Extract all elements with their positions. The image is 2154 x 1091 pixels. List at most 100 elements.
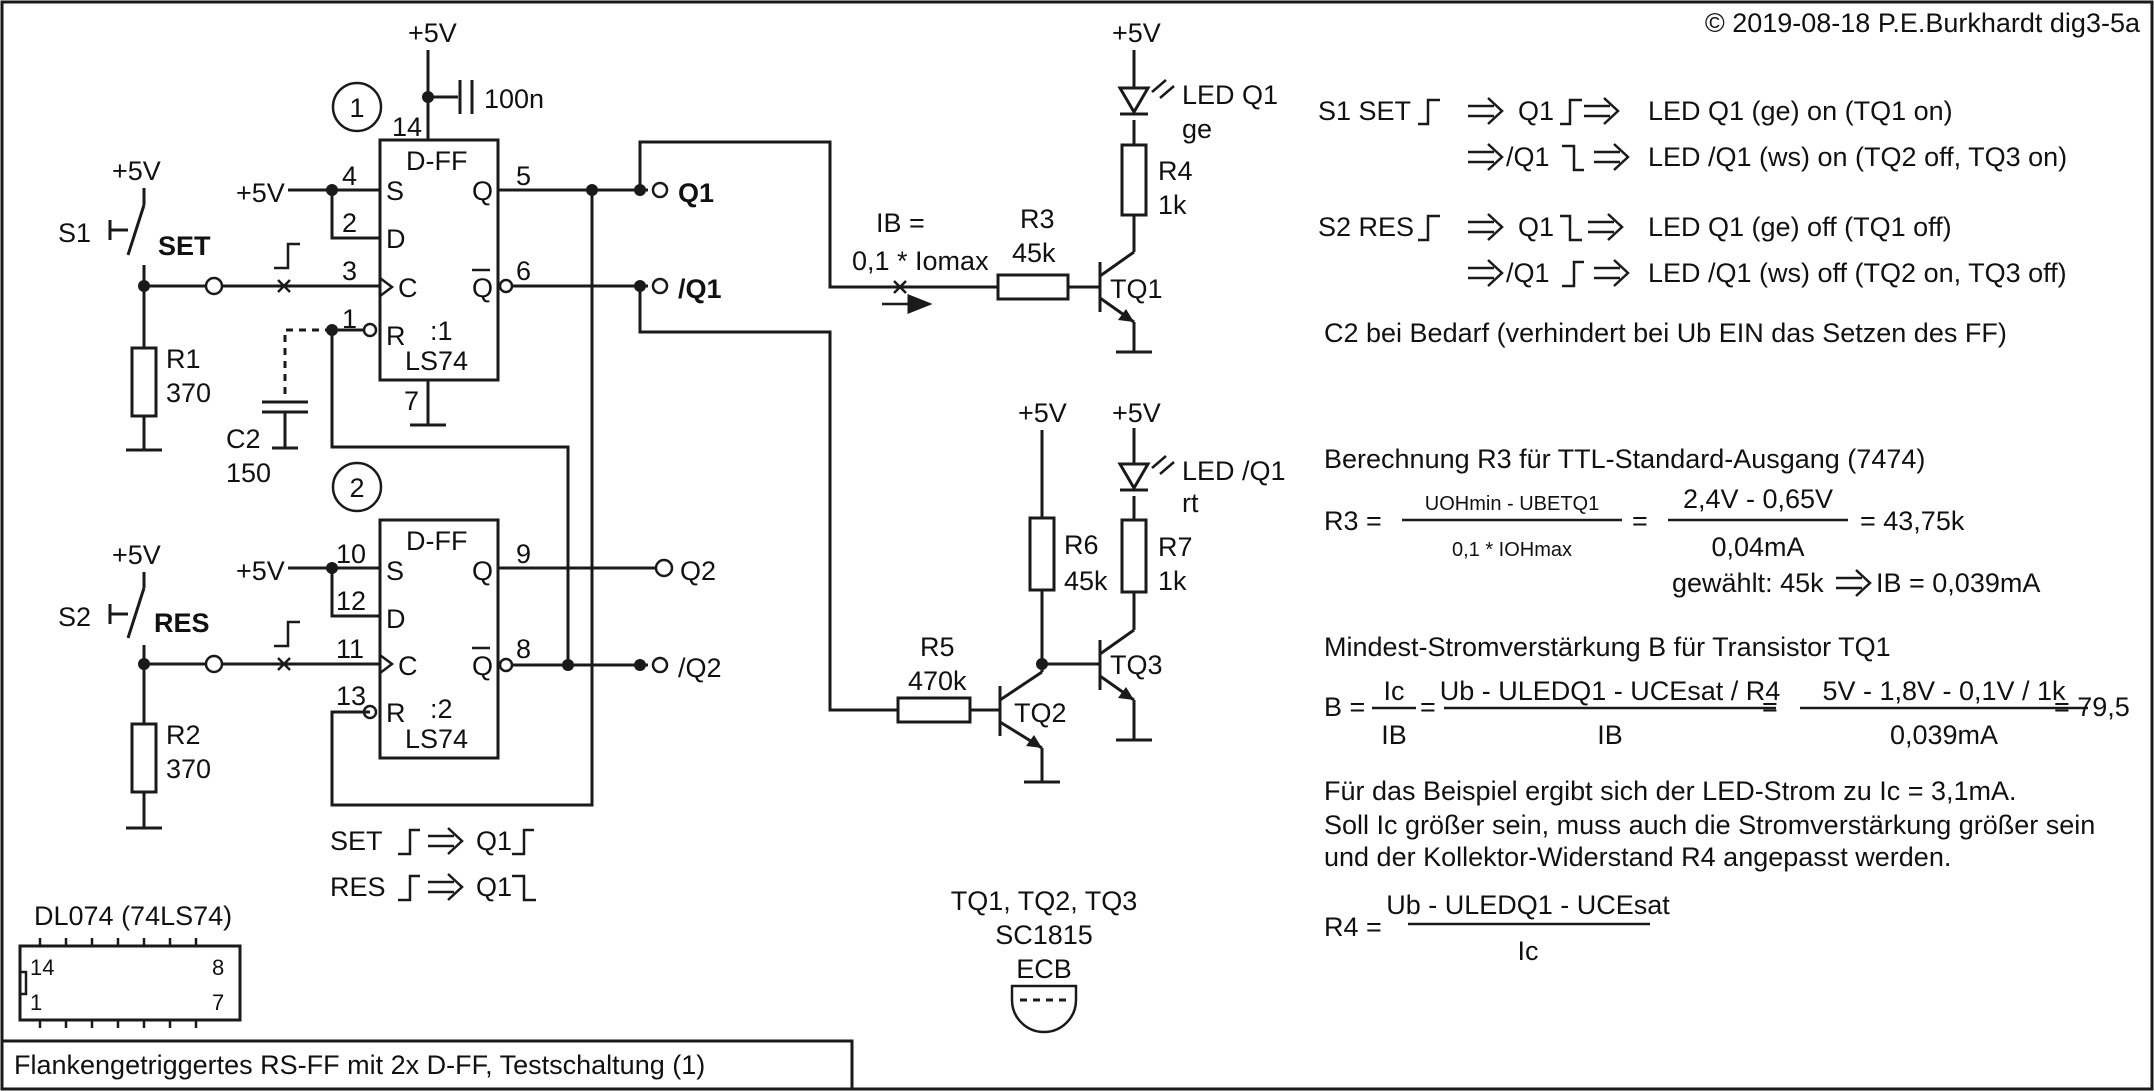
svg-text:D: D	[386, 224, 406, 254]
svg-text:Soll Ic größer sein, muss auch: Soll Ic größer sein, muss auch die Strom…	[1324, 810, 2095, 840]
svg-text:7: 7	[404, 386, 419, 416]
svg-text:8: 8	[212, 955, 224, 980]
svg-text:5: 5	[516, 161, 531, 191]
svg-text:3: 3	[342, 256, 357, 286]
svg-text:=: =	[1762, 692, 1778, 722]
tq2-tq3-stage: R5 470k TQ2 +5V R6 45k TQ3 R7 1k	[896, 398, 1286, 784]
svg-text:+5V: +5V	[112, 540, 161, 570]
flipflop-2: D-FF S D C R Q Q :2 LS74 2 10 12 11 13 9…	[331, 461, 531, 760]
svg-text:R6: R6	[1064, 530, 1099, 560]
svg-text:rt: rt	[1182, 488, 1199, 518]
svg-text:470k: 470k	[908, 666, 967, 696]
svg-text:R5: R5	[920, 632, 955, 662]
svg-text:12: 12	[336, 586, 366, 616]
svg-text:Ub - ULEDQ1 - UCEsat / R4: Ub - ULEDQ1 - UCEsat / R4	[1440, 676, 1781, 706]
svg-text:+5V: +5V	[1112, 18, 1161, 48]
svg-text:R3: R3	[1020, 204, 1055, 234]
svg-text:1k: 1k	[1158, 190, 1187, 220]
svg-text:0,039mA: 0,039mA	[1890, 720, 1998, 750]
svg-text:Berechnung R3 für TTL-Standard: Berechnung R3 für TTL-Standard-Ausgang (…	[1324, 444, 1925, 474]
svg-text:/Q1: /Q1	[1506, 258, 1550, 288]
svg-text:1k: 1k	[1158, 566, 1187, 596]
svg-text:D-FF: D-FF	[406, 146, 467, 176]
svg-text:7: 7	[212, 990, 224, 1015]
svg-text:S: S	[386, 556, 404, 586]
svg-text:/Q1: /Q1	[1506, 142, 1550, 172]
svg-text:Q: Q	[472, 651, 493, 681]
svg-text:100n: 100n	[484, 84, 544, 114]
svg-text:C: C	[398, 651, 418, 681]
ic-package: DL074 (74LS74) 14 8 1 7	[18, 901, 242, 1028]
footer-title: Flankengetriggertes RS-FF mit 2x D-FF, T…	[14, 1050, 705, 1080]
ff2-wiring: +5V Q2 /Q2	[236, 556, 722, 720]
svg-text:Q: Q	[472, 556, 493, 586]
svg-text:S1: S1	[58, 218, 91, 248]
svg-text:Q1: Q1	[1518, 212, 1554, 242]
svg-text:IB: IB	[1597, 720, 1623, 750]
svg-text:Q1: Q1	[476, 872, 512, 902]
svg-text:und der Kollektor-Widerstand R: und der Kollektor-Widerstand R4 angepass…	[1324, 842, 1951, 872]
svg-text:Q2: Q2	[680, 556, 716, 586]
svg-text:1: 1	[30, 990, 42, 1015]
svg-text:0,1 * Iomax: 0,1 * Iomax	[852, 246, 989, 276]
svg-text:ge: ge	[1182, 114, 1212, 144]
svg-text:SC1815: SC1815	[995, 920, 1093, 950]
svg-text:D-FF: D-FF	[406, 526, 467, 556]
svg-text:+5V: +5V	[112, 156, 161, 186]
svg-text:14: 14	[392, 112, 422, 142]
svg-text:C: C	[398, 273, 418, 303]
svg-text:Ub - ULEDQ1 - UCEsat: Ub - ULEDQ1 - UCEsat	[1386, 890, 1670, 920]
svg-text:C2: C2	[226, 424, 261, 454]
svg-text:SET: SET	[330, 826, 383, 856]
svg-text:11: 11	[336, 634, 364, 664]
svg-text:D: D	[386, 604, 406, 634]
svg-text:LED /Q1 (ws) on (TQ2 off, TQ3: LED /Q1 (ws) on (TQ2 off, TQ3 on)	[1648, 142, 2067, 172]
svg-text:= 43,75k: = 43,75k	[1860, 506, 1965, 536]
svg-text:+5V: +5V	[1112, 398, 1161, 428]
svg-text:0,1 * IOHmax: 0,1 * IOHmax	[1452, 539, 1572, 561]
svg-text:1: 1	[342, 304, 357, 334]
svg-text:RES: RES	[330, 872, 386, 902]
svg-text:gewählt: 45k: gewählt: 45k	[1672, 568, 1824, 598]
svg-text:Für das Beispiel ergibt sich d: Für das Beispiel ergibt sich der LED-Str…	[1324, 776, 2017, 806]
svg-text:S2 RES: S2 RES	[1318, 212, 1414, 242]
notes: S1 SET Q1 LED Q1 (ge) on (TQ1 on) /Q1 LE…	[1318, 96, 2130, 966]
svg-text:RES: RES	[154, 608, 210, 638]
svg-text:/Q1: /Q1	[678, 274, 722, 304]
edge-legend: SET Q1 RES Q1	[330, 826, 536, 902]
svg-text:4: 4	[342, 161, 357, 191]
svg-text:Q1: Q1	[678, 178, 714, 208]
switch-s1: +5V S1 SET R1 370	[58, 156, 380, 452]
svg-text:IB = 0,039mA: IB = 0,039mA	[1876, 568, 2040, 598]
svg-text:S: S	[386, 176, 404, 206]
svg-text:14: 14	[30, 955, 54, 980]
svg-text:LS74: LS74	[405, 724, 468, 754]
svg-text:R: R	[386, 321, 406, 351]
svg-text:R2: R2	[166, 720, 201, 750]
svg-text:LED Q1 (ge) off (TQ1 off): LED Q1 (ge) off (TQ1 off)	[1648, 212, 1952, 242]
svg-text:= 79,5: = 79,5	[2054, 692, 2130, 722]
svg-text:LS74: LS74	[405, 346, 468, 376]
svg-text:LED Q1 (ge) on (TQ1 on): LED Q1 (ge) on (TQ1 on)	[1648, 96, 1953, 126]
svg-text:TQ1, TQ2, TQ3: TQ1, TQ2, TQ3	[951, 886, 1138, 916]
svg-text:45k: 45k	[1064, 566, 1108, 596]
flipflop-1: D-FF S D C R Q Q :1 LS74 1 4 2 3 1 5 6 1…	[331, 81, 531, 416]
svg-text:+5V: +5V	[1018, 398, 1067, 428]
svg-text:+5V: +5V	[408, 18, 457, 48]
svg-text:9: 9	[516, 539, 531, 569]
svg-text:10: 10	[336, 539, 366, 569]
svg-text:Q1: Q1	[476, 826, 512, 856]
svg-text:Ic: Ic	[1517, 936, 1538, 966]
svg-text:Mindest-Stromverstärkung B für: Mindest-Stromverstärkung B für Transisto…	[1324, 632, 1891, 662]
svg-text:ECB: ECB	[1016, 954, 1072, 984]
svg-text:C2 bei Bedarf (verhindert bei: C2 bei Bedarf (verhindert bei Ub EIN das…	[1324, 318, 2007, 348]
svg-text:R1: R1	[166, 344, 201, 374]
svg-text:R4 =: R4 =	[1324, 912, 1382, 942]
svg-text:5V - 1,8V - 0,1V / 1k: 5V - 1,8V - 0,1V / 1k	[1822, 676, 2066, 706]
svg-text:13: 13	[336, 681, 366, 711]
footer-box	[0, 1039, 854, 1091]
switch-s2: +5V S2 RES R2 370	[58, 540, 380, 830]
svg-text:+5V: +5V	[236, 178, 285, 208]
tq1-stage: IB = 0,1 * Iomax R3 45k TQ1 R4 1k +5V LE…	[852, 18, 1278, 354]
